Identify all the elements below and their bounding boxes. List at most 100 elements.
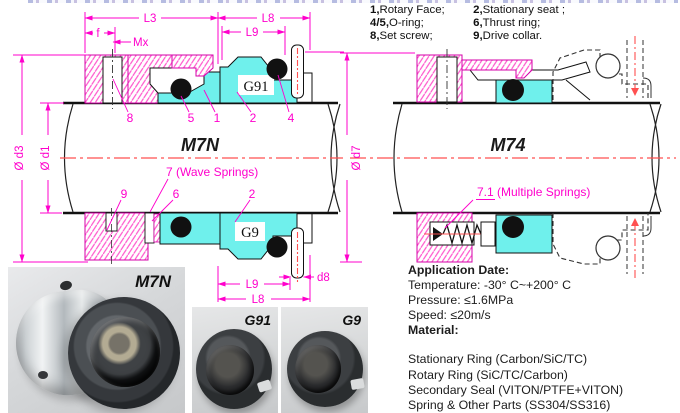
retainer-band-part <box>461 59 533 79</box>
seal-bore <box>90 317 160 387</box>
right-bottom-seal <box>416 212 652 278</box>
o-ring-4b <box>266 236 288 258</box>
dim-mx: Mx <box>112 37 149 49</box>
legend-text: O-ring; <box>389 16 424 29</box>
svg-text:L8: L8 <box>262 13 275 25</box>
svg-text:L9: L9 <box>246 279 259 291</box>
seal-face-ring <box>68 297 180 409</box>
callout-6: 6 <box>173 187 180 201</box>
seat-bore <box>206 345 254 395</box>
phantom-o-ring <box>595 53 621 79</box>
model-label-m74: M74 <box>490 135 525 155</box>
legend-num: 9, <box>473 29 483 42</box>
material-item: Stationary Ring (Carbon/SiC/TC) <box>408 352 588 367</box>
left-callouts: 8 5 1 2 4 9 6 2 7 (Wave Springs) <box>106 74 295 231</box>
legend-num: 6, <box>473 16 483 29</box>
photo-label-m7n: M7N <box>135 272 171 291</box>
photo-g9-seat: G9 <box>281 307 368 413</box>
material-item: Secondary Seal (VITON/PTFE+VITON) <box>408 382 624 397</box>
spec-pressure: Pressure: ≤1.6MPa <box>408 293 514 308</box>
legend-text: Drive collar. <box>482 29 543 42</box>
left-drawing-m7n: M7N G91 <box>13 12 344 306</box>
phantom-o-ring <box>595 235 621 261</box>
multiple-springs-label: 7.1 (Multiple Springs) <box>444 185 590 229</box>
dim-d8: d8 <box>279 272 330 284</box>
seat-bore <box>295 345 341 393</box>
dim-l3: L3 <box>84 13 219 25</box>
spec-temperature: Temperature: -30° C~+200° C <box>408 278 571 293</box>
dim-l8-bottom: L8 <box>217 294 311 306</box>
o-ring <box>502 216 524 238</box>
callout-5: 5 <box>188 111 195 125</box>
left-dimensions: L3 L8 f Mx L9 <box>13 12 330 306</box>
svg-text:L8: L8 <box>252 294 265 306</box>
legend-text: Thrust ring; <box>482 16 541 29</box>
dim-l8-top: L8 <box>217 13 311 25</box>
right-top-seal <box>416 36 652 109</box>
left-bottom-seal: G9 <box>84 208 313 282</box>
legend-row: 4/5,O-ring; 6,Thrust ring; <box>370 17 610 30</box>
left-top-seal: G91 <box>84 44 344 109</box>
photo-g91-seat: G91 <box>192 307 278 413</box>
model-label-m7n: M7N <box>181 135 220 155</box>
material-item: Spring & Other Parts (SS304/SS316) <box>408 397 611 412</box>
gauge-pin-top <box>291 44 304 99</box>
parts-legend: 1,Rotary Face; 2,Stationary seat ; 4/5,O… <box>370 4 610 42</box>
set-screw-part <box>102 56 123 104</box>
legend-row: 8,Set screw; 9,Drive collar. <box>370 30 610 43</box>
spec-block: Application Date: Temperature: -30° C~+2… <box>408 263 676 413</box>
photo-m7n-seal: M7N <box>8 267 185 413</box>
wave-springs-label: 7 (Wave Springs) <box>166 165 258 179</box>
seat-ring <box>196 329 273 409</box>
legend-num: 4/5, <box>370 16 389 29</box>
legend-text: Rotary Face; <box>379 4 445 16</box>
set-screw-part <box>436 56 458 103</box>
spec-speed: Speed: ≤20m/s <box>408 308 491 323</box>
seat-ring <box>287 331 365 407</box>
svg-text:Ø d3: Ø d3 <box>14 146 26 171</box>
drive-notch <box>256 379 273 393</box>
o-ring-5 <box>170 78 192 100</box>
photo-label-g91: G91 <box>244 312 271 328</box>
o-ring-5b <box>170 216 192 238</box>
legend-row: 1,Rotary Face; 2,Stationary seat ; <box>370 4 610 17</box>
callout-2-bottom: 2 <box>249 187 256 201</box>
legend-text: Set screw; <box>379 29 433 42</box>
legend-num: 2, <box>473 4 483 16</box>
callout-1: 1 <box>214 111 221 125</box>
svg-text:Mx: Mx <box>133 37 149 49</box>
set-screw-hole <box>38 371 48 379</box>
dim-d1: Ø d1 <box>40 102 64 214</box>
drive-notch <box>350 377 365 391</box>
technical-drawing: M7N G91 <box>13 12 676 306</box>
svg-text:d8: d8 <box>317 272 330 284</box>
o-ring <box>502 79 524 101</box>
callout-9: 9 <box>121 187 128 201</box>
legend-num: 8, <box>370 29 380 42</box>
right-dimensions: Ø d7 7.1 (Multiple Springs) <box>340 52 590 263</box>
svg-text:7.1 (Multiple Springs): 7.1 (Multiple Springs) <box>477 185 590 199</box>
callout-8: 8 <box>127 111 134 125</box>
svg-text:L3: L3 <box>144 13 157 25</box>
material-title: Material: <box>408 323 459 338</box>
seat-label-g9: G9 <box>241 225 259 241</box>
dim-d7: Ø d7 <box>340 52 415 263</box>
dim-l9-bottom: L9 <box>217 279 291 291</box>
callout-4: 4 <box>288 111 295 125</box>
dim-f: f <box>84 28 116 40</box>
application-title: Application Date: <box>408 263 510 277</box>
cropped-header-text <box>28 0 678 3</box>
retainer-band-part <box>171 54 214 77</box>
bellows-part <box>480 221 496 247</box>
photo-label-g9: G9 <box>342 312 361 328</box>
legend-num: 1, <box>370 4 380 16</box>
right-drawing-m74: M74 <box>340 36 676 278</box>
svg-text:L9: L9 <box>246 27 259 39</box>
callout-2-top: 2 <box>250 111 257 125</box>
o-ring-4 <box>266 58 288 80</box>
thrust-ring-part <box>144 212 155 244</box>
seat-label-g91: G91 <box>244 79 269 95</box>
svg-text:Ø d1: Ø d1 <box>40 146 52 171</box>
svg-text:Ø d7: Ø d7 <box>351 146 363 171</box>
